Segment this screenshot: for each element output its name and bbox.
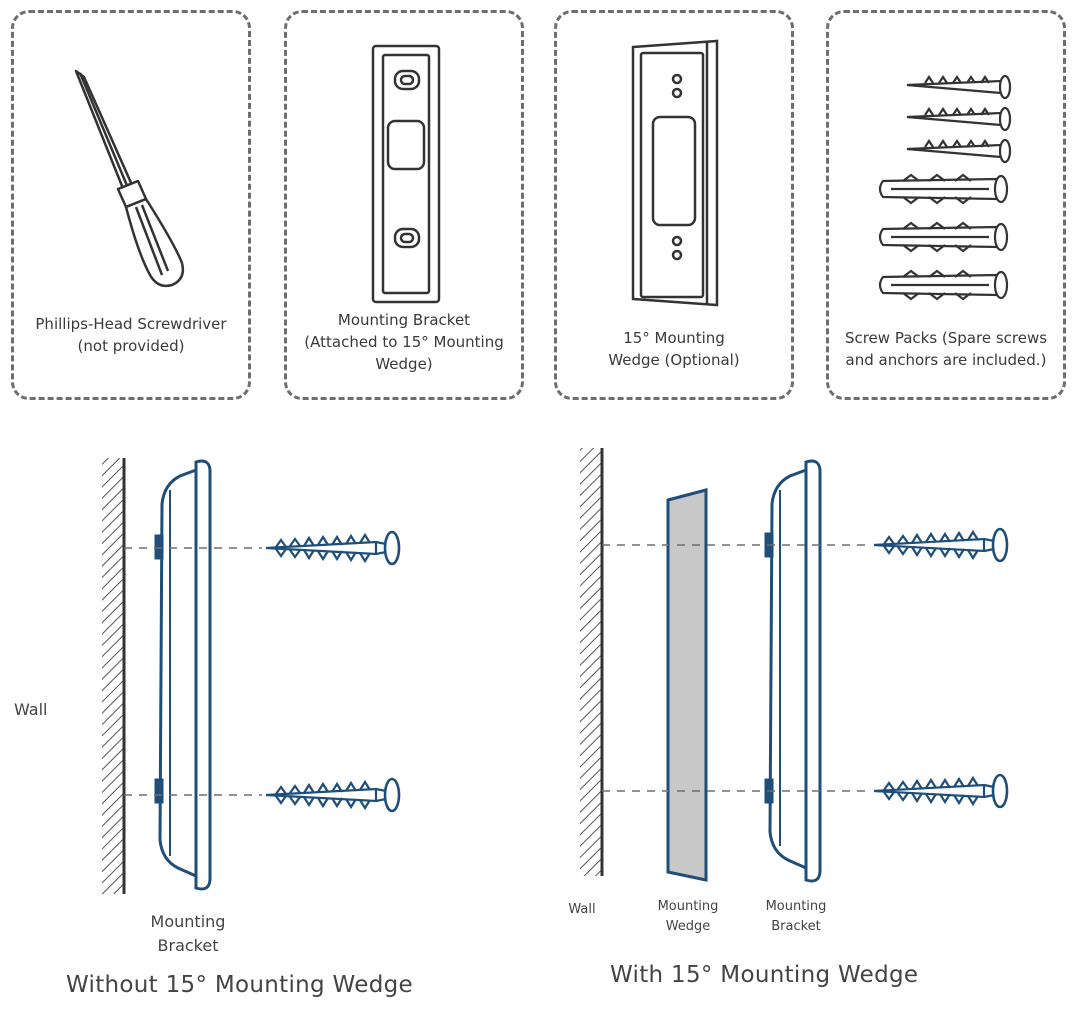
item-label-screwdriver: Phillips-Head Screwdriver (not provided) [35, 315, 227, 355]
anchor-icon [878, 173, 1009, 205]
card-mounting-wedge: 15° Mounting Wedge (Optional) [554, 10, 794, 400]
screw-icon [872, 527, 1009, 563]
card-mounting-bracket: Mounting Bracket (Attached to 15° Mounti… [284, 10, 524, 400]
right-wall-label: Wall [568, 902, 596, 917]
item-label-mounting-bracket: Mounting Bracket (Attached to 15° Mounti… [304, 311, 504, 373]
left-bracket-label: Mounting Bracket [150, 912, 226, 955]
left-caption: Without 15° Mounting Wedge [66, 972, 413, 998]
left-wall-label: Wall [14, 700, 48, 719]
screw-icon [872, 773, 1009, 809]
item-label-mounting-wedge: 15° Mounting Wedge (Optional) [608, 329, 740, 369]
item-label-screw-packs: Screw Packs (Spare screws and anchors ar… [844, 329, 1048, 369]
right-caption: With 15° Mounting Wedge [610, 962, 919, 988]
screw-icon [264, 530, 401, 566]
mounting-wedge-shape [666, 488, 708, 882]
right-bracket-label: Mounting Bracket [765, 899, 827, 934]
right-bracket [764, 459, 822, 883]
screwdriver-icon [74, 69, 185, 288]
right-wall [580, 448, 604, 876]
left-wall [102, 458, 126, 894]
card-screwdriver: Phillips-Head Screwdriver (not provided) [11, 10, 251, 400]
mounting-wedge-icon [631, 39, 719, 307]
right-wedge-label: Mounting Wedge [657, 899, 719, 934]
left-bracket [154, 459, 212, 891]
screw-icon [906, 74, 1012, 100]
card-screw-packs: Screw Packs (Spare screws and anchors ar… [826, 10, 1066, 400]
screws-anchors-icon [878, 74, 1012, 301]
screw-icon [264, 777, 401, 813]
mounting-bracket-icon [371, 44, 441, 304]
